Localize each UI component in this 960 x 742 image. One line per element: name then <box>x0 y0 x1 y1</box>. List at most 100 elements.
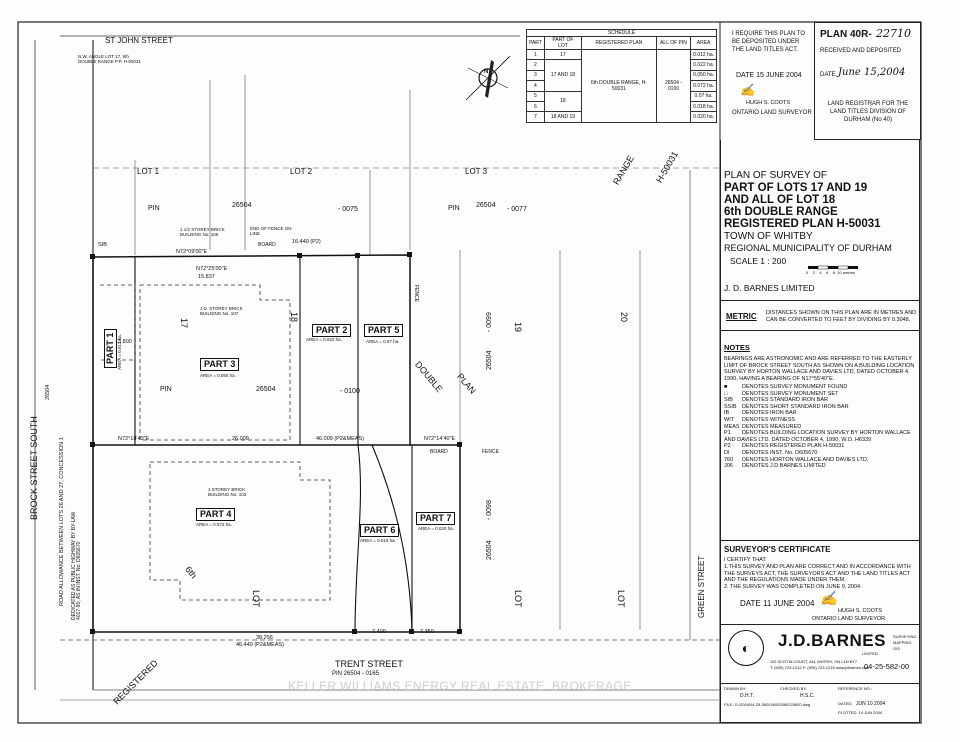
part-5-label: PART 5 <box>364 324 404 337</box>
dim-bearing-3: N72°18'40"E <box>118 436 150 442</box>
dim-38256: 38.256 <box>256 635 273 641</box>
sheet-border <box>17 21 922 724</box>
lower-lot-label-1: LOT <box>251 590 261 608</box>
st-john-street-label: ST JOHN STREET <box>105 36 173 45</box>
require-role: ONTARIO LAND SURVEYOR <box>732 110 812 116</box>
notes-title: NOTES <box>724 343 750 352</box>
fence-label-2: FENCE <box>482 449 499 455</box>
lot-label-1: LOT 1 <box>137 167 160 176</box>
firm-name: J.D.BARNES <box>778 631 886 650</box>
dated-label: DATED: <box>838 701 853 706</box>
pin-0098: - 0098 <box>486 500 493 520</box>
checked-label: CHECKED BY: <box>780 686 807 691</box>
building-105: 1 1/2 STOREY BRICK BUILDING No. 105 <box>180 227 225 237</box>
scale-ticks: 0 2 4 6 8 10 metres <box>806 270 856 275</box>
pin-label-2: PIN <box>448 205 460 212</box>
part-6-area: AREA = 0.018 ha. <box>360 538 396 543</box>
brock-pin: 26504 <box>45 384 51 400</box>
certificate-item-2: 2. THE SURVEY WAS COMPLETED ON JUNE 9, 2… <box>724 584 862 590</box>
pin-0075: - 0075 <box>338 206 358 213</box>
board-label-2: BOARD <box>430 449 448 455</box>
part-7-area: AREA = 0.020 ha. <box>418 526 454 531</box>
divider <box>720 683 920 684</box>
lot-20-label: 20 <box>619 312 629 323</box>
land-registrar-text: LAND REGISTRAR FOR THE LAND TITLES DIVIS… <box>827 101 909 123</box>
title-line-2: PART OF LOTS 17 AND 19 <box>724 182 868 194</box>
board-label-1: BOARD <box>258 242 276 248</box>
watermark: KELLER WILLIAMS ENERGY REAL ESTATE, BROK… <box>288 679 632 693</box>
certificate-name: HUGH S. COOTS <box>838 608 883 614</box>
certificate-title: SURVEYOR'S CERTIFICATE <box>724 545 831 554</box>
surveyor-signature-1: ✍ <box>740 83 755 97</box>
dim-7350: 7.350 <box>420 629 434 635</box>
survey-monuments <box>90 252 462 634</box>
dated-value: JUN 10 2004 <box>856 701 886 707</box>
lot-label-2: LOT 2 <box>290 167 313 176</box>
divider <box>720 300 920 301</box>
scale-label: SCALE 1 : 200 <box>730 256 787 266</box>
registry-box <box>814 22 921 140</box>
title-line-1: PLAN OF SURVEY OF <box>724 170 827 181</box>
lot-17-label: 17 <box>179 318 189 329</box>
drawn-value: D.H.T. <box>740 693 754 699</box>
date-handwritten: June 15,2004 <box>838 67 906 78</box>
pin-0099: - 0099 <box>486 312 493 332</box>
metric-text: DISTANCES SHOWN ON THIS PLAN ARE IN METR… <box>766 310 917 323</box>
sib-label: SIB <box>98 242 107 248</box>
certificate-date: DATE 11 JUNE 2004 <box>740 599 815 608</box>
firm-phone: T: (905) 723-1212 F: (905) 723-1216 www.… <box>770 665 870 670</box>
part-1-label: PART 1 <box>104 328 117 368</box>
parcel-boundary <box>92 254 461 633</box>
plan-number-handwritten: 22710 <box>876 27 911 40</box>
lower-lines <box>60 170 720 701</box>
notes-legend: ■DENOTESSURVEY MONUMENT FOUND □DENOTESSU… <box>724 384 918 470</box>
pin-26504-4: 26504 <box>486 540 493 560</box>
schedule-title: SCHEDULE <box>526 29 717 37</box>
schedule-table: SCHEDULE PART PART OF LOT REGISTERED PLA… <box>526 29 717 123</box>
surveyor-signature-2: ✍ <box>820 591 838 607</box>
dim-bearing-4: N72°14'40"E <box>424 436 456 442</box>
pin-0077: - 0077 <box>507 206 527 213</box>
divider <box>720 330 920 331</box>
pin-label-1: PIN <box>148 205 160 212</box>
title-line-4: 6th DOUBLE RANGE <box>724 206 838 218</box>
firm-limited: LIMITED <box>862 651 878 656</box>
notes-bearing: BEARINGS ARE ASTRONOMIC AND ARE REFERRED… <box>724 356 915 382</box>
pin-26504-1: 26504 <box>232 202 252 209</box>
dim-46440: 46.440 (P2&MEAS) <box>236 642 284 648</box>
list-item: ■DENOTESSURVEY MONUMENT FOUND <box>724 384 848 390</box>
firm-line: J. D. BARNES LIMITED <box>724 283 815 293</box>
divider <box>720 624 920 625</box>
part-lines <box>134 256 413 633</box>
lot-18-label: 18 <box>289 312 299 323</box>
building-103: 1 STOREY BRICK BUILDING No. 103 <box>208 487 247 497</box>
part-2-label: PART 2 <box>312 324 352 337</box>
metric-label: METRIC <box>726 312 757 321</box>
end-of-fence-note: END OF FENCE ON LINE <box>250 226 292 236</box>
part-1-area: AREA = 0.012 ha. <box>117 334 122 370</box>
require-date: DATE 15 JUNE 2004 <box>736 72 802 79</box>
title-panel <box>720 140 920 723</box>
lot-label-3: LOT 3 <box>465 167 488 176</box>
dim-15837: 15.837 <box>198 274 215 280</box>
brock-street-label: BROCK STREET SOUTH <box>29 416 39 520</box>
part-3-label: PART 3 <box>200 358 240 371</box>
title-line-5: REGISTERED PLAN H-50031 <box>724 218 881 230</box>
schedule-header: PART PART OF LOT REGISTERED PLAN ALL OF … <box>526 36 717 50</box>
certificate-role: ONTARIO LAND SURVEYOR <box>812 616 886 622</box>
part-2-area: AREA = 0.022 ha. <box>306 337 342 342</box>
fence-label-1: FENCE <box>413 285 419 302</box>
firm-tags: SURVEYING MAPPING GIS <box>893 634 917 651</box>
